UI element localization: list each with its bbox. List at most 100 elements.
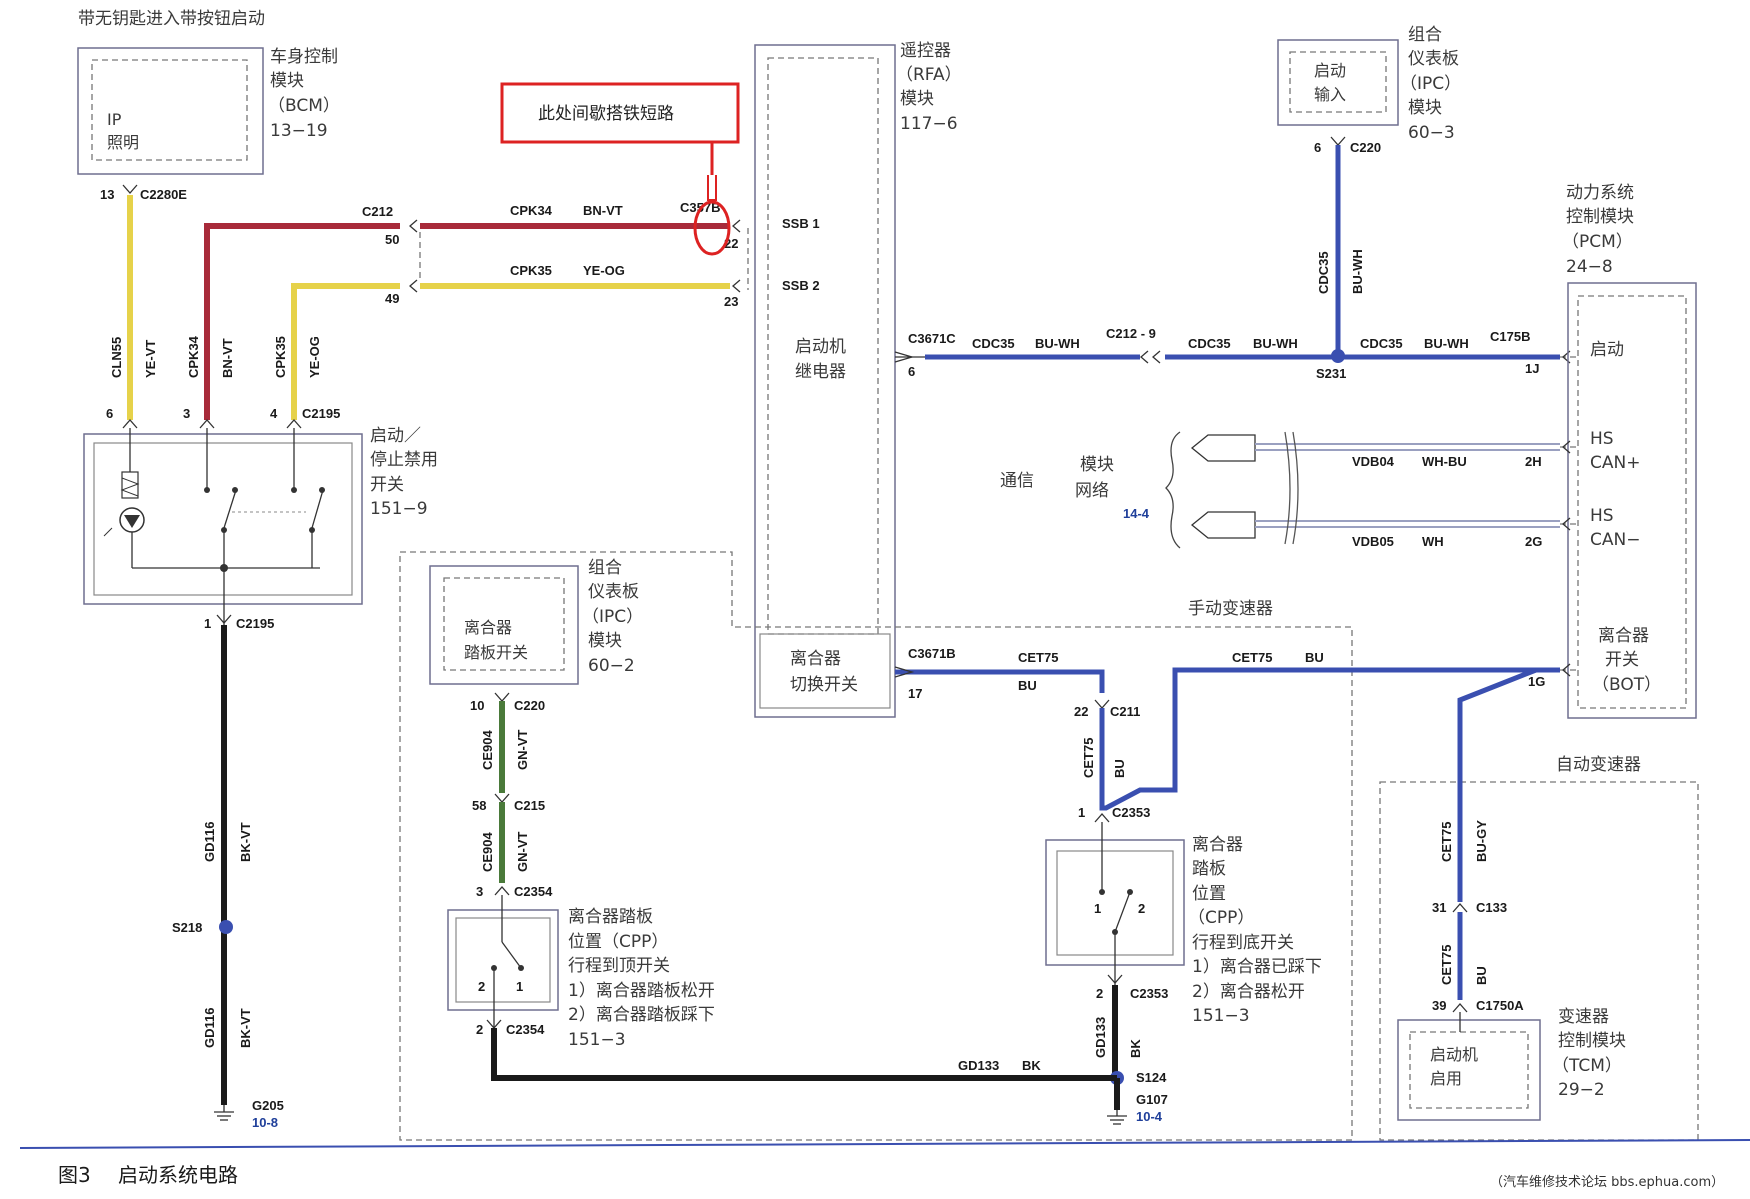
svg-text:模块: 模块 (900, 89, 934, 109)
wire-cet75-c (1457, 667, 1537, 902)
ipc-bottom-module: 离合器 踏板开关 组合 仪表板 （IPC） 模块 60−2 (429, 558, 643, 685)
label-bu-h1: BU (1018, 678, 1037, 693)
svg-text:动力系统: 动力系统 (1566, 183, 1634, 203)
connector-c2353-top: C2353 (1112, 805, 1150, 820)
svg-text:组合: 组合 (1408, 25, 1442, 45)
connector-c211: C211 (1110, 704, 1140, 719)
svg-text:（BCM）: （BCM） (268, 96, 340, 116)
svg-text:（CPP）: （CPP） (1188, 908, 1254, 928)
cpp-top-switch: 2 1 离合器踏板 位置（CPP） 行程到顶开关 1）离合器踏板松开 2）离合器… (447, 895, 715, 1050)
connector-g107: G107 (1136, 1092, 1168, 1107)
wire-cet75-b (1099, 667, 1560, 811)
diagram-header: 带无钥匙进入带按钮启动 (78, 9, 265, 29)
svg-text:24−8: 24−8 (1566, 257, 1613, 277)
label-ce904-b: CE904 (480, 831, 495, 872)
ref-g205: 10-8 (252, 1115, 278, 1130)
comm-text1: 通信 (1000, 471, 1034, 491)
label-bu-h2: BU (1305, 650, 1324, 665)
svg-text:切换开关: 切换开关 (790, 675, 858, 695)
label-bu-wh-v: BU-WH (1350, 249, 1365, 294)
label-cpk35-h: CPK35 (510, 263, 552, 278)
connector-c2195-bottom: C2195 (236, 616, 274, 631)
label-gd116-top: GD116 (202, 822, 217, 862)
svg-text:2: 2 (478, 979, 485, 994)
label-bu-wh-3: BU-WH (1424, 336, 1469, 351)
connector-c3671b: C3671B (908, 646, 956, 661)
svg-text:启动: 启动 (1314, 61, 1346, 80)
connector-c220-top: C220 (1350, 140, 1381, 155)
pcm-module: 启动 HS CAN+ HS CAN− 离合器 开关 （BOT） 动力系统 控制模… (1562, 183, 1697, 719)
fault-callout: 此处间歇搭铁短路 (500, 82, 740, 256)
pin-3-c2354: 3 (476, 884, 483, 899)
pin-1-c2195: 1 (204, 616, 211, 631)
svg-text:控制模块: 控制模块 (1566, 207, 1634, 227)
svg-text:（IPC）: （IPC） (1400, 74, 1461, 94)
svg-text:（TCM）: （TCM） (1552, 1056, 1622, 1076)
label-cdc35-2: CDC35 (1188, 336, 1231, 351)
wire-cpk35-left (291, 283, 400, 420)
connector-c2354-bottom: C2354 (506, 1022, 545, 1037)
label-bk-vt-top: BK-VT (238, 822, 253, 862)
pin-31: 31 (1432, 900, 1446, 915)
svg-text:模块: 模块 (588, 631, 622, 651)
label-cpk34-h: CPK34 (510, 203, 553, 218)
svg-text:开关: 开关 (1605, 650, 1639, 670)
pin-2-c2353: 2 (1096, 986, 1103, 1001)
svg-text:踏板开关: 踏板开关 (464, 643, 528, 662)
bcm-module: IP 照明 车身控制 模块 （BCM） 13−19 (77, 47, 340, 175)
tcm-module: 启动机 启用 变速器 控制模块 （TCM） 29−2 (1397, 1007, 1626, 1121)
label-cet75-h1: CET75 (1018, 650, 1058, 665)
label-cet75-h2: CET75 (1232, 650, 1272, 665)
cpp-bottom-switch: 1 2 离合器 踏板 位置 （CPP） 行程到底开关 1）离合器已踩下 2）离合… (1045, 822, 1322, 1026)
pin-4-ss: 4 (270, 406, 278, 421)
svg-text:2）离合器松开: 2）离合器松开 (1192, 982, 1305, 1002)
connector-c2353-bottom: C2353 (1130, 986, 1168, 1001)
svg-text:停止禁用: 停止禁用 (370, 450, 438, 470)
svg-text:踏板: 踏板 (1192, 859, 1226, 879)
label-ye-og-h: YE-OG (583, 263, 625, 278)
svg-text:IP: IP (107, 110, 122, 129)
ground-g107 (1107, 1110, 1127, 1125)
svg-text:行程到顶开关: 行程到顶开关 (568, 956, 670, 976)
label-cdc35-v: CDC35 (1316, 251, 1331, 294)
pin-1j: 1J (1525, 361, 1539, 376)
comm-ref: 14-4 (1123, 506, 1150, 521)
connector-c2280e: C2280E (140, 187, 187, 202)
connector-c212: C212 (362, 204, 393, 219)
wire-gd133-h (491, 1028, 1117, 1081)
svg-text:继电器: 继电器 (795, 362, 846, 382)
wire-cet75-a (895, 669, 1105, 693)
svg-text:离合器: 离合器 (790, 649, 841, 669)
label-cln55: CLN55 (109, 337, 124, 378)
pin-2h: 2H (1525, 454, 1542, 469)
pin-23: 23 (724, 294, 738, 309)
svg-text:（RFA）: （RFA） (896, 65, 962, 85)
svg-text:CAN+: CAN+ (1590, 453, 1640, 473)
svg-text:（IPC）: （IPC） (582, 607, 643, 627)
region-manual: 手动变速器 (1188, 599, 1273, 619)
svg-text:1）离合器踏板松开: 1）离合器踏板松开 (568, 981, 715, 1001)
pin-1-c2353: 1 (1078, 805, 1085, 820)
figure-number: 图3 (58, 1163, 91, 1187)
svg-text:模块: 模块 (1408, 98, 1442, 118)
pin-6-c220: 6 (1314, 140, 1321, 155)
label-vdb05: VDB05 (1352, 534, 1394, 549)
svg-text:启动机: 启动机 (1430, 1045, 1478, 1064)
connector-c133: C133 (1476, 900, 1507, 915)
label-gn-vt-b: GN-VT (515, 832, 530, 873)
svg-text:（BOT）: （BOT） (1592, 675, 1661, 695)
ref-g107: 10-4 (1136, 1109, 1163, 1124)
pin-58: 58 (472, 798, 486, 813)
svg-text:1: 1 (516, 979, 523, 994)
svg-text:HS: HS (1590, 429, 1614, 449)
svg-text:模块: 模块 (270, 71, 304, 91)
pin-10-c220: 10 (470, 698, 484, 713)
start-stop-switch: 启动／ 停止禁用 开关 151−9 (83, 426, 438, 625)
label-bu-wh-2: BU-WH (1253, 336, 1298, 351)
manual-region (399, 551, 1353, 1141)
svg-text:1: 1 (1094, 901, 1101, 916)
svg-text:（PCM）: （PCM） (1562, 232, 1633, 252)
figure-caption: 启动系统电路 (118, 1163, 238, 1187)
svg-text:仪表板: 仪表板 (1408, 49, 1459, 69)
label-gd116-bottom: GD116 (202, 1008, 217, 1048)
